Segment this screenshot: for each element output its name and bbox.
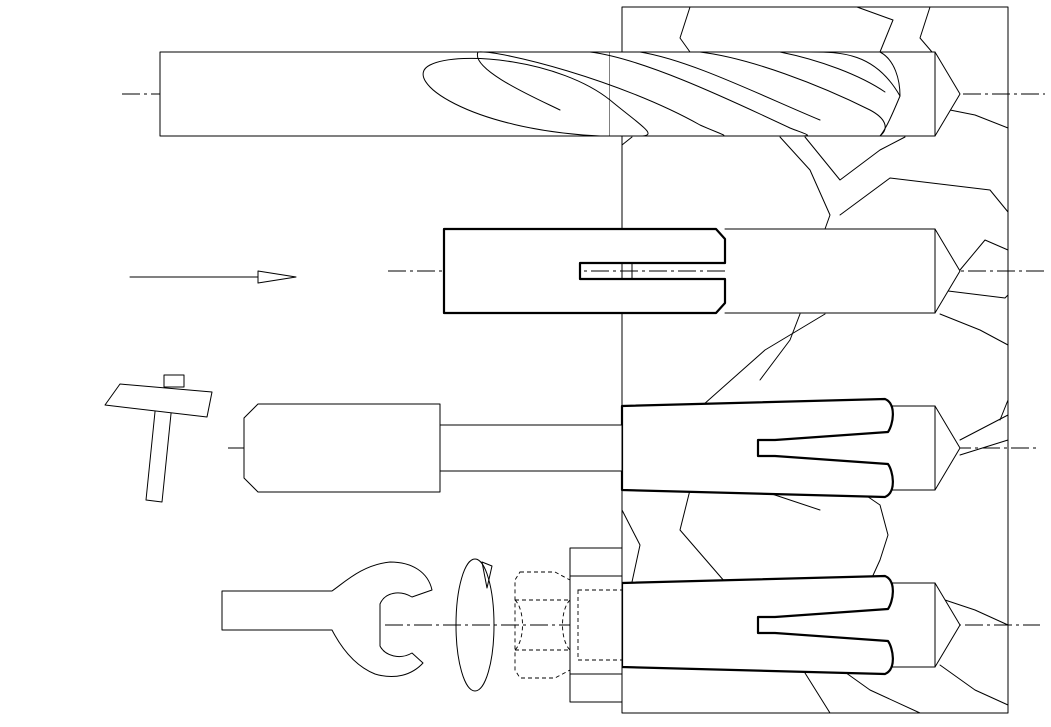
step-2-insertion: [129, 227, 961, 315]
step-1-drilling: [159, 51, 961, 137]
drill-flute-5: [809, 51, 901, 137]
setting-tool: [243, 403, 623, 493]
drill-bit-icon: [159, 51, 961, 137]
drill-flute-3: [589, 51, 808, 137]
hammer-handle: [145, 401, 173, 503]
bolt-shank: [577, 589, 623, 661]
insertion-arrow-icon: [129, 270, 297, 284]
expanded-anchor-step-3: [620, 397, 894, 499]
expanded-anchor-step-4: [620, 574, 894, 676]
setting-tool-pin: [439, 424, 623, 472]
wrench-icon: [221, 561, 433, 677]
hammer-icon: [104, 374, 213, 503]
rotation-arrow-icon: [455, 558, 495, 692]
fixture-plate: [569, 547, 623, 703]
drilled-hole-step-2: [724, 228, 961, 314]
step-3-hammering: [104, 374, 961, 503]
concrete-block: [621, 6, 1009, 714]
hammer-head: [104, 383, 213, 418]
drill-flute-2: [477, 51, 725, 137]
hex-nut-dashed: [514, 571, 571, 679]
anchor-sleeve-step-2: [442, 227, 727, 315]
concrete-cracks: [621, 6, 1009, 714]
drill-flute-1: [429, 57, 649, 137]
center-lines: [122, 93, 1045, 626]
concrete-outline: [621, 6, 1009, 714]
drill-shank: [159, 51, 611, 137]
setting-tool-head: [243, 403, 441, 493]
drill-flute-4: [699, 51, 886, 137]
drill-body: [609, 51, 961, 137]
step-4-tightening: [221, 547, 961, 703]
